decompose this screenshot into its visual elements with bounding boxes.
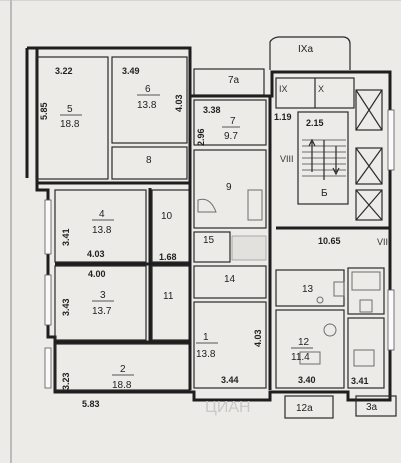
dim-3-44: 3.44 (221, 375, 239, 385)
room-15-number: 15 (203, 235, 215, 246)
room-5-area: 18.8 (60, 119, 80, 130)
room-1-number: 1 (203, 332, 209, 343)
dim-5-85: 5.85 (39, 102, 49, 120)
dimensions: 3.22 3.49 5.85 4.03 3.38 2.96 1.19 2.15 … (39, 66, 369, 409)
balcony-7a-label: 7a (228, 75, 240, 86)
dim-3-40: 3.40 (298, 375, 316, 385)
dim-5-83: 5.83 (82, 399, 100, 409)
label-viii: VIII (280, 154, 294, 164)
room-1-area: 13.8 (196, 349, 216, 360)
room-14-number: 14 (224, 274, 236, 285)
balcony-12a (284, 395, 334, 419)
lift-shafts (355, 89, 383, 221)
room-6-number: 6 (145, 84, 151, 95)
dim-3-49: 3.49 (122, 66, 140, 76)
dim-1-68: 1.68 (159, 252, 177, 262)
stair-core (275, 77, 390, 230)
dim-2-96: 2.96 (196, 128, 206, 146)
room-6-area: 13.8 (137, 100, 157, 111)
rooms-top-left (35, 56, 190, 185)
label-x: X (318, 84, 324, 94)
label-ix: IX (279, 84, 288, 94)
dim-3-38: 3.38 (203, 105, 221, 115)
stair-treads (302, 138, 346, 180)
room-8-number: 8 (146, 155, 152, 166)
room-12-area: 11.4 (291, 352, 310, 363)
room-4-number: 4 (99, 209, 105, 220)
dim-1-19: 1.19 (274, 112, 292, 122)
room-12-number: 12 (298, 337, 310, 348)
rooms-centre (188, 96, 272, 390)
room-7-area: 9.7 (224, 131, 238, 142)
room-2-number: 2 (120, 364, 126, 375)
room-13-number: 13 (302, 284, 314, 295)
room-2-area: 18.8 (112, 380, 132, 391)
dim-3-41-right: 3.41 (351, 376, 369, 386)
label-vii: VII (377, 237, 388, 247)
windows (44, 109, 395, 389)
roman-labels: IX X VIII VII (279, 84, 388, 247)
balcony-3a-label: 3a (366, 402, 378, 413)
watermark: ЦИАН (205, 399, 251, 416)
dim-3-23: 3.23 (61, 372, 71, 390)
balcony-ixa-label: IXa (298, 44, 313, 55)
dim-4-03-bottom: 4.03 (253, 329, 263, 347)
room-3-number: 3 (100, 290, 106, 301)
rooms-right (275, 267, 385, 389)
dim-3-43: 3.43 (61, 298, 71, 316)
balcony-12a-label: 12a (296, 403, 313, 414)
dim-4-00: 4.00 (88, 269, 106, 279)
balcony-3a (355, 395, 397, 417)
dim-10-65: 10.65 (318, 236, 341, 246)
room-labels: 5 18.8 6 13.8 7 9.7 8 9 10 4 13.8 15 14 … (60, 84, 328, 391)
room-3-area: 13.7 (92, 306, 112, 317)
room-b-number: Б (321, 188, 328, 199)
balcony-labels: IXa 7a 12a 3a (228, 44, 378, 414)
dim-4-03-mid: 4.03 (87, 249, 105, 259)
room-7-number: 7 (230, 116, 236, 127)
room-11-number: 11 (163, 291, 174, 302)
room-4-area: 13.8 (92, 225, 112, 236)
dim-3-22: 3.22 (55, 66, 73, 76)
dim-2-15: 2.15 (306, 118, 324, 128)
room-5-number: 5 (67, 104, 73, 115)
dim-4-03-top: 4.03 (174, 94, 184, 112)
room-10-number: 10 (161, 211, 173, 222)
room-9-number: 9 (226, 182, 232, 193)
dim-3-41-left: 3.41 (61, 228, 71, 246)
balcony-ixa (269, 36, 351, 70)
